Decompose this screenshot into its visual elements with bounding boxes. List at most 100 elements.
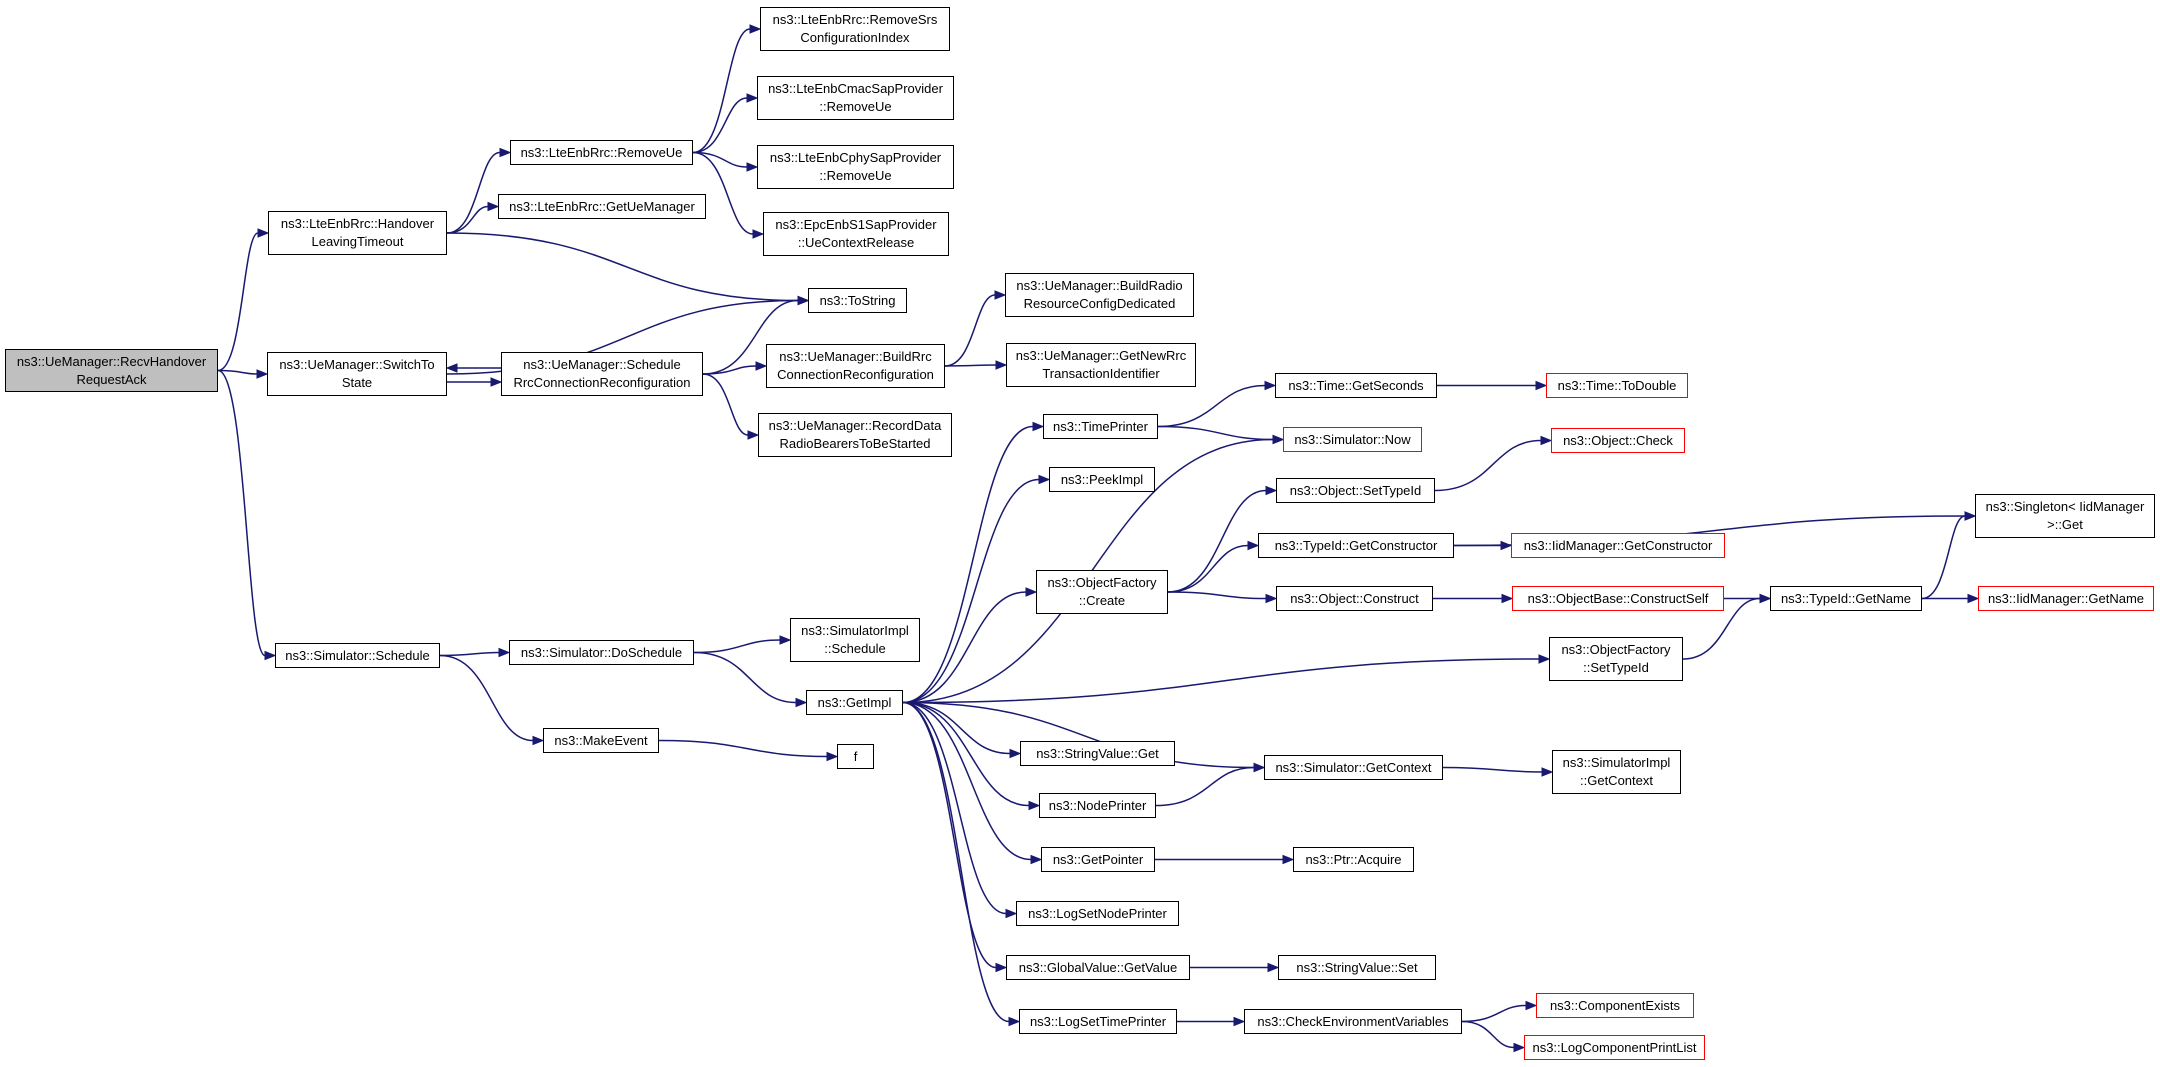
node-getcontext[interactable]: ns3::Simulator::GetContext	[1264, 755, 1443, 780]
arrowhead-dosched-to-implsched	[779, 635, 792, 645]
arrowhead-hlt-to-removeue	[499, 147, 512, 158]
arrowhead-objfcreate-to-getctor	[1247, 540, 1260, 551]
arrowhead-gettidname-to-singleton	[1964, 511, 1977, 521]
node-getimpl[interactable]: ns3::GetImpl	[806, 690, 903, 715]
node-label-line: ns3::StringValue::Get	[1036, 745, 1159, 761]
edge-checkenv-to-compexists	[1461, 1004, 1527, 1023]
node-label-line: ns3::UeManager::RecvHandover	[16, 353, 207, 369]
node-label-line: ns3::Time::ToDouble	[1557, 377, 1677, 393]
node-implgetctx[interactable]: ns3::SimulatorImpl::GetContext	[1552, 750, 1681, 794]
arrowhead-getimpl-to-nodeprinter	[1028, 800, 1041, 811]
node-label-line: ns3::SimulatorImpl	[1562, 755, 1671, 770]
node-label-line: ::GetContext	[1580, 773, 1653, 788]
node-todouble[interactable]: ns3::Time::ToDouble	[1546, 373, 1688, 398]
node-logsettime[interactable]: ns3::LogSetTimePrinter	[1019, 1009, 1177, 1034]
node-simnow[interactable]: ns3::Simulator::Now	[1283, 427, 1422, 452]
edge-sched_rrc-to-tostring	[702, 299, 799, 375]
node-dosched[interactable]: ns3::Simulator::DoSchedule	[509, 640, 694, 665]
edge-removeue-to-cphy	[692, 151, 748, 168]
arrowhead-simsched-to-dosched	[498, 647, 511, 658]
node-singleton[interactable]: ns3::Singleton< IidManager>::Get	[1975, 494, 2155, 538]
edge-getimpl-to-objfcreate	[902, 591, 1027, 704]
node-label-line: RrcConnectionReconfiguration	[513, 375, 691, 390]
node-label-line: ::RemoveUe	[819, 168, 892, 183]
node-compexists[interactable]: ns3::ComponentExists	[1536, 993, 1694, 1018]
node-label-line: f	[853, 748, 858, 764]
arrowhead-gvgetvalue-to-strset	[1267, 962, 1280, 973]
node-implsched[interactable]: ns3::SimulatorImpl::Schedule	[790, 618, 920, 662]
edge-removeue-to-cmac	[692, 97, 748, 154]
arrowhead-sched_rrc-to-recdata	[747, 430, 760, 440]
node-objcheck[interactable]: ns3::Object::Check	[1551, 428, 1685, 453]
node-cmac[interactable]: ns3::LteEnbCmacSapProvider::RemoveUe	[757, 76, 954, 120]
node-peekimpl[interactable]: ns3::PeekImpl	[1049, 467, 1155, 492]
node-nodeprinter[interactable]: ns3::NodePrinter	[1039, 793, 1156, 818]
node-objconstruct[interactable]: ns3::Object::Construct	[1276, 586, 1433, 611]
node-gettidname[interactable]: ns3::TypeId::GetName	[1770, 586, 1922, 611]
arrowhead-buildrrc-to-newrrc	[995, 360, 1008, 370]
node-settypeid[interactable]: ns3::Object::SetTypeId	[1276, 478, 1435, 503]
node-cphy[interactable]: ns3::LteEnbCphySapProvider::RemoveUe	[757, 145, 954, 189]
edge-getimpl-to-objfsettid	[902, 658, 1540, 704]
edge-dosched-to-getimpl	[693, 651, 797, 704]
node-getpointer[interactable]: ns3::GetPointer	[1041, 847, 1155, 872]
node-label-line: ns3::Ptr::Acquire	[1305, 851, 1402, 867]
node-label-line: ::Schedule	[824, 641, 886, 656]
node-simsched[interactable]: ns3::Simulator::Schedule	[275, 643, 440, 668]
node-label-line: ns3::UeManager::BuildRrc	[779, 349, 932, 364]
node-label-line: ns3::GlobalValue::GetValue	[1018, 959, 1178, 975]
edge-simsched-to-makeevent	[439, 654, 534, 742]
arrowhead-recv-to-switch	[256, 369, 269, 379]
arrowhead-removeue-to-cmac	[746, 93, 759, 103]
node-label-line: RequestAck	[76, 371, 147, 387]
edge-dosched-to-implsched	[693, 639, 781, 654]
node-checkenv[interactable]: ns3::CheckEnvironmentVariables	[1244, 1009, 1462, 1034]
arrowhead-gettidname-to-iidgetname	[1967, 593, 1980, 604]
node-getctor[interactable]: ns3::TypeId::GetConstructor	[1258, 533, 1454, 558]
node-gvgetvalue[interactable]: ns3::GlobalValue::GetValue	[1006, 955, 1190, 980]
node-label-line: ns3::Object::Construct	[1290, 590, 1419, 606]
arrowhead-timeprinter-to-simnow	[1272, 434, 1285, 445]
node-logcompprint[interactable]: ns3::LogComponentPrintList	[1524, 1035, 1705, 1060]
node-iidgetname[interactable]: ns3::IidManager::GetName	[1978, 586, 2154, 611]
node-label-line: ResourceConfigDedicated	[1023, 296, 1176, 311]
node-makeevent[interactable]: ns3::MakeEvent	[543, 728, 659, 753]
node-f[interactable]: f	[837, 744, 874, 769]
node-label-line: TransactionIdentifier	[1042, 366, 1160, 381]
node-logsetnode[interactable]: ns3::LogSetNodePrinter	[1016, 901, 1179, 926]
node-iidgetctor[interactable]: ns3::IidManager::GetConstructor	[1511, 533, 1725, 558]
node-epc[interactable]: ns3::EpcEnbS1SapProvider::UeContextRelea…	[763, 212, 949, 256]
node-tostring[interactable]: ns3::ToString	[808, 288, 907, 313]
node-constructself[interactable]: ns3::ObjectBase::ConstructSelf	[1512, 586, 1724, 611]
edge-getcontext-to-implgetctx	[1442, 766, 1543, 773]
node-acquire[interactable]: ns3::Ptr::Acquire	[1293, 847, 1414, 872]
edge-nodeprinter-to-getcontext	[1155, 766, 1255, 807]
edge-objfsettid-to-gettidname	[1682, 597, 1761, 660]
node-label-line: ns3::SimulatorImpl	[801, 623, 909, 638]
node-label-line: ns3::LogSetNodePrinter	[1028, 905, 1167, 921]
node-getseconds[interactable]: ns3::Time::GetSeconds	[1275, 373, 1437, 398]
arrowhead-settypeid-to-objcheck	[1540, 435, 1553, 446]
node-getuemgr[interactable]: ns3::LteEnbRrc::GetUeManager	[498, 194, 706, 219]
node-label-line: ns3::NodePrinter	[1048, 797, 1147, 813]
node-removeue[interactable]: ns3::LteEnbRrc::RemoveUe	[510, 140, 693, 165]
node-timeprinter[interactable]: ns3::TimePrinter	[1043, 414, 1158, 439]
node-strget[interactable]: ns3::StringValue::Get	[1020, 741, 1175, 766]
arrowhead-objconstruct-to-constructself	[1501, 593, 1514, 604]
node-objfcreate[interactable]: ns3::ObjectFactory::Create	[1036, 570, 1168, 614]
node-objfsettid[interactable]: ns3::ObjectFactory::SetTypeId	[1549, 637, 1683, 681]
node-label-line: LeavingTimeout	[311, 234, 404, 249]
arrowhead-sched_rrc-to-tostring	[797, 295, 810, 306]
arrowhead-checkenv-to-compexists	[1525, 1000, 1538, 1011]
node-strset[interactable]: ns3::StringValue::Set	[1278, 955, 1436, 980]
